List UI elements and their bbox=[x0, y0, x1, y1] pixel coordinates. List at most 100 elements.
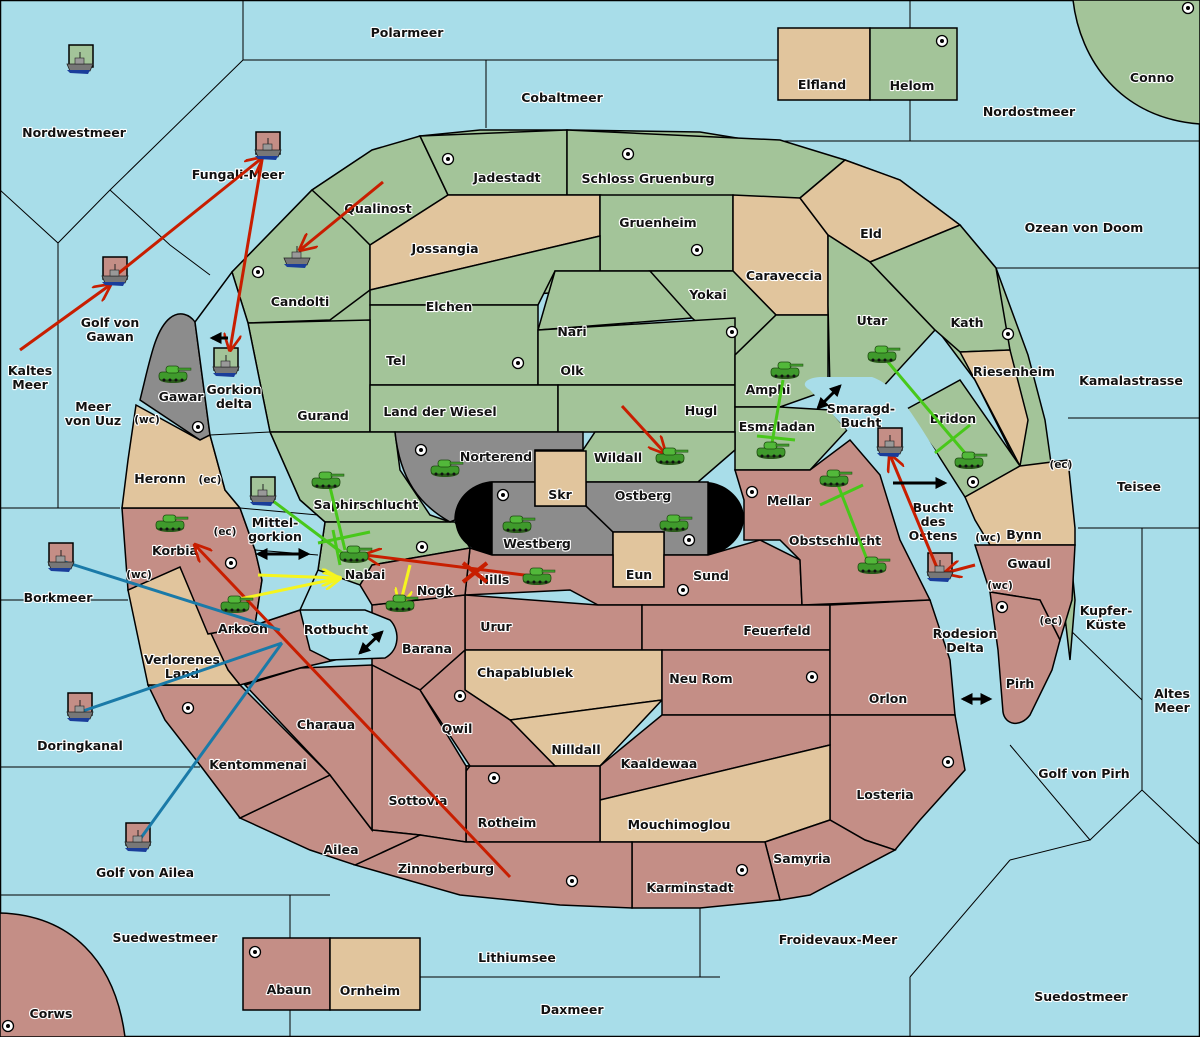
label-gawar: Gawar bbox=[159, 389, 205, 404]
label-elchen: Elchen bbox=[426, 299, 473, 314]
label-kaltes-1: Kaltes bbox=[8, 363, 52, 378]
region-riesenheim[interactable] bbox=[958, 349, 1029, 469]
support-cross bbox=[819, 483, 864, 507]
label-westberg: Westberg bbox=[503, 536, 571, 551]
label-barana: Barana bbox=[402, 641, 452, 656]
region-pirh[interactable] bbox=[989, 591, 1061, 724]
label-esmaladan: Esmaladan bbox=[739, 419, 815, 434]
label-lithiumsee: Lithiumsee bbox=[478, 950, 556, 965]
support-line bbox=[257, 575, 338, 578]
label-abaun: Abaun bbox=[267, 982, 312, 997]
region-ornheim[interactable] bbox=[329, 937, 421, 1011]
label-golf-von-gawan-2: Gawan bbox=[86, 329, 134, 344]
coast-heronn-ec: (ec) bbox=[199, 474, 222, 486]
label-sund: Sund bbox=[693, 568, 729, 583]
label-chapablublek: Chapablublek bbox=[477, 665, 574, 680]
label-utar: Utar bbox=[857, 313, 889, 328]
label-zinnoberburg: Zinnoberburg bbox=[398, 861, 494, 876]
region-rotheim[interactable] bbox=[465, 765, 601, 843]
support-cross bbox=[317, 529, 371, 566]
land-labels: Elfland Helom Conno Jadestadt Schloss Gr… bbox=[28, 69, 1175, 1022]
label-losteria: Losteria bbox=[856, 787, 913, 802]
east-inlet bbox=[804, 377, 1010, 770]
label-mittel-gorkion-2: gorkion bbox=[248, 529, 302, 544]
failed-order-x bbox=[461, 561, 489, 584]
label-qwil: Qwil bbox=[442, 721, 473, 736]
label-hugl: Hugl bbox=[685, 403, 718, 418]
label-obstschlucht: Obstschlucht bbox=[789, 533, 881, 548]
label-froidevaux-meer: Froidevaux-Meer bbox=[779, 932, 898, 947]
label-eun: Eun bbox=[626, 567, 652, 582]
coast-gwaul-ec: (ec) bbox=[1040, 615, 1063, 627]
label-nogk: Nogk bbox=[417, 583, 454, 598]
region-eun[interactable] bbox=[612, 531, 665, 588]
label-eld: Eld bbox=[860, 226, 882, 241]
label-kaaldewaa: Kaaldewaa bbox=[621, 756, 698, 771]
label-candolti: Candolti bbox=[271, 294, 330, 309]
region-zinnoberburg[interactable] bbox=[352, 834, 633, 909]
sea-labels: Polarmeer Cobaltmeer Nordwestmeer Nordos… bbox=[7, 24, 1192, 1018]
label-rotbucht: Rotbucht bbox=[304, 622, 368, 637]
region-gruenheim[interactable] bbox=[599, 194, 734, 272]
bidirectional-arrow bbox=[816, 384, 842, 410]
move-arrow bbox=[365, 555, 541, 579]
label-gorkion-delta-2: delta bbox=[216, 396, 252, 411]
label-hills: Hills bbox=[479, 572, 510, 587]
region-conno[interactable] bbox=[1072, 0, 1200, 125]
region-orlon[interactable] bbox=[829, 599, 956, 716]
label-uuz-2: von Uuz bbox=[65, 413, 121, 428]
label-wildall: Wildall bbox=[594, 450, 642, 465]
label-rodesion-1: Rodesion bbox=[933, 626, 998, 641]
support-line bbox=[328, 486, 347, 551]
label-ornheim: Ornheim bbox=[340, 983, 400, 998]
region-hills-sund[interactable] bbox=[464, 539, 803, 606]
label-ailea: Ailea bbox=[323, 842, 358, 857]
support-line bbox=[836, 484, 870, 563]
label-verlorenes-1: Verlorenes bbox=[144, 652, 220, 667]
region-tel[interactable] bbox=[369, 304, 539, 386]
label-schloss-gruenburg: Schloss Gruenburg bbox=[581, 171, 714, 186]
label-nabai: Nabai bbox=[345, 567, 386, 582]
label-karminstadt: Karminstadt bbox=[646, 880, 733, 895]
support-line bbox=[136, 642, 284, 843]
region-karminstadt[interactable] bbox=[631, 841, 781, 909]
label-nordwestmeer: Nordwestmeer bbox=[22, 125, 127, 140]
label-kaltes-2: Meer bbox=[12, 377, 48, 392]
label-mouchimoglou: Mouchimoglou bbox=[628, 817, 731, 832]
label-saphirschlucht: Saphirschlucht bbox=[314, 497, 419, 512]
label-nilldall: Nilldall bbox=[551, 742, 600, 757]
label-mittel-gorkion-1: Mittel- bbox=[252, 515, 299, 530]
coast-labels: (wc) (ec) (ec) (wc) (ec) (wc) (wc) (ec) bbox=[125, 413, 1073, 628]
label-nordostmeer: Nordostmeer bbox=[983, 104, 1076, 119]
label-gwaul: Gwaul bbox=[1007, 556, 1050, 571]
label-ozean-von-doom: Ozean von Doom bbox=[1025, 220, 1144, 235]
label-mellar: Mellar bbox=[767, 493, 812, 508]
label-borkmeer: Borkmeer bbox=[24, 590, 94, 605]
label-land-der-wiesel: Land der Wiesel bbox=[383, 404, 496, 419]
support-cross bbox=[756, 434, 796, 442]
label-jadestadt: Jadestadt bbox=[472, 170, 540, 185]
label-golf-von-ailea: Golf von Ailea bbox=[96, 865, 194, 880]
label-smaragd-2: Bucht bbox=[841, 415, 882, 430]
coast-korbia-wc: (wc) bbox=[126, 569, 152, 581]
label-uuz-1: Meer bbox=[75, 399, 111, 414]
label-verlorenes-2: Land bbox=[165, 666, 199, 681]
label-qualinost: Qualinost bbox=[344, 201, 411, 216]
capsule-left-end bbox=[455, 482, 492, 555]
coast-gwaul-wc: (wc) bbox=[987, 580, 1013, 592]
label-golf-von-pirh: Golf von Pirh bbox=[1038, 766, 1129, 781]
support-line bbox=[79, 641, 283, 714]
label-rotheim: Rotheim bbox=[478, 815, 537, 830]
label-bynn: Bynn bbox=[1006, 527, 1041, 542]
region-skr[interactable] bbox=[534, 450, 587, 507]
label-kupfer-2: Küste bbox=[1086, 617, 1126, 632]
label-neu-rom: Neu Rom bbox=[669, 671, 732, 686]
label-korbia: Korbia bbox=[152, 543, 198, 558]
label-skr: Skr bbox=[548, 487, 572, 502]
coast-korbia-ec: (ec) bbox=[214, 526, 237, 538]
support-cross bbox=[934, 423, 971, 455]
capsule-right-end bbox=[708, 482, 744, 555]
region-corws[interactable] bbox=[0, 912, 126, 1037]
region-bynn[interactable] bbox=[964, 459, 1076, 546]
